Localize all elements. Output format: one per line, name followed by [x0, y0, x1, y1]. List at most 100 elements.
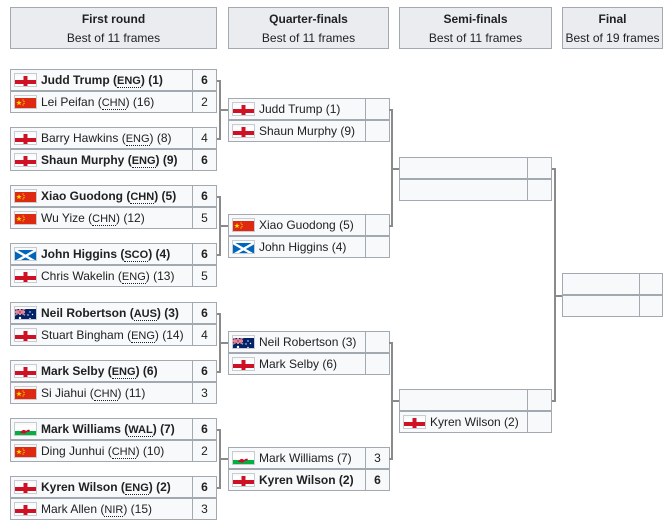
- seed-label: (3): [164, 306, 179, 320]
- england-flag-icon: [14, 153, 37, 167]
- player-name-cell: Stuart Bingham (ENG) (14): [10, 324, 193, 346]
- quarter-final-row: Neil Robertson (3): [228, 331, 390, 353]
- first-round-row: Barry Hawkins (ENG) (8)4: [10, 127, 217, 149]
- player-name-link[interactable]: Wu Yize: [41, 211, 85, 225]
- nationality-abbr: ENG: [131, 155, 156, 168]
- player-name-cell: Mark Williams (7): [228, 447, 366, 469]
- header-format: Best of 11 frames: [261, 31, 356, 45]
- player-name-link[interactable]: Ding Junhui: [41, 444, 105, 458]
- player-name-link[interactable]: Barry Hawkins: [41, 131, 119, 145]
- scotland-flag-icon: [14, 247, 37, 261]
- player-name-link[interactable]: Shaun Murphy: [259, 124, 338, 138]
- player-name-cell: Kyren Wilson (2): [399, 411, 528, 433]
- first-round-row: Kyren Wilson (ENG) (2)6: [10, 476, 217, 498]
- seed-label: (16): [132, 95, 155, 109]
- score-cell: 5: [192, 265, 217, 287]
- nationality-abbr: CHN: [130, 191, 155, 204]
- score-cell: [365, 214, 390, 236]
- semi-final-row: [399, 179, 552, 201]
- score-cell: 6: [192, 243, 217, 265]
- player-name-link[interactable]: Mark Selby: [41, 364, 105, 378]
- seed-label: (1): [325, 102, 341, 116]
- player-name-cell: Judd Trump (1): [228, 98, 366, 120]
- semi-final-row: Kyren Wilson (2): [399, 411, 552, 433]
- nationality-abbr: ENG: [121, 271, 146, 284]
- score-cell: [527, 411, 552, 433]
- final-row: [562, 295, 663, 317]
- score-cell: [365, 236, 390, 258]
- player-name-link[interactable]: John Higgins: [259, 240, 329, 254]
- first-round-row: Ding Junhui (CHN) (10)2: [10, 440, 217, 462]
- bracket-connector: [219, 342, 228, 344]
- header-format: Best of 11 frames: [66, 31, 161, 45]
- first-round-row: Neil Robertson (AUS) (3)6: [10, 302, 217, 324]
- player-name-link[interactable]: Kyren Wilson: [259, 473, 336, 487]
- score-cell: 6: [192, 185, 217, 207]
- player-name-cell: Neil Robertson (3): [228, 331, 366, 353]
- first-round-row: Mark Selby (ENG) (6)6: [10, 360, 217, 382]
- player-name-link[interactable]: Neil Robertson: [259, 335, 339, 349]
- score-cell: 6: [192, 69, 217, 91]
- seed-label: (6): [322, 357, 338, 371]
- bracket-connector: [554, 295, 562, 297]
- player-name-link[interactable]: Xiao Guodong: [259, 218, 336, 232]
- player-name-cell: [399, 179, 528, 201]
- score-cell: [527, 157, 552, 179]
- scotland-flag-icon: [232, 240, 255, 254]
- final-row: [562, 273, 663, 295]
- player-name-link[interactable]: Shaun Murphy: [41, 153, 125, 167]
- score-cell: 4: [192, 127, 217, 149]
- player-name-link[interactable]: Kyren Wilson: [430, 415, 501, 429]
- player-name-link[interactable]: Mark Williams: [41, 422, 121, 436]
- china-flag-icon: [14, 386, 37, 400]
- australia-flag-icon: [14, 306, 37, 320]
- seed-label: (9): [162, 153, 178, 167]
- score-cell: [639, 295, 663, 317]
- score-cell: [527, 389, 552, 411]
- player-name-cell: Mark Selby (6): [228, 353, 366, 375]
- score-cell: [527, 179, 552, 201]
- player-name-link[interactable]: Judd Trump: [41, 73, 110, 87]
- player-name-cell: Si Jiahui (CHN) (11): [10, 382, 193, 404]
- player-name-cell: Mark Williams (WAL) (7): [10, 418, 193, 440]
- first-round-row: Xiao Guodong (CHN) (5)6: [10, 185, 217, 207]
- seed-label: (8): [156, 131, 172, 145]
- player-name-link[interactable]: Mark Williams: [259, 451, 334, 465]
- player-name-cell: Chris Wakelin (ENG) (13): [10, 265, 193, 287]
- player-name-link[interactable]: Stuart Bingham: [41, 328, 124, 342]
- player-name-link[interactable]: Mark Selby: [259, 357, 320, 371]
- player-name-cell: [562, 295, 640, 317]
- score-cell: 2: [192, 440, 217, 462]
- seed-label: (2): [156, 480, 171, 494]
- first-round-row: John Higgins (SCO) (4)6: [10, 243, 217, 265]
- player-name-link[interactable]: Si Jiahui: [41, 386, 87, 400]
- seed-label: (15): [130, 502, 153, 516]
- player-name-link[interactable]: Neil Robertson: [41, 306, 127, 320]
- player-name-link[interactable]: Mark Allen: [41, 502, 98, 516]
- seed-label: (4): [331, 240, 347, 254]
- player-name-link[interactable]: Judd Trump: [259, 102, 323, 116]
- seed-label: (4): [155, 247, 171, 261]
- player-name-link[interactable]: Kyren Wilson: [41, 480, 118, 494]
- player-name-link[interactable]: John Higgins: [41, 247, 117, 261]
- player-name-link[interactable]: Lei Peifan: [41, 95, 95, 109]
- china-flag-icon: [14, 95, 37, 109]
- player-name-cell: John Higgins (SCO) (4): [10, 243, 193, 265]
- player-name-cell: John Higgins (4): [228, 236, 366, 258]
- player-name-link[interactable]: Chris Wakelin: [41, 269, 115, 283]
- england-flag-icon: [232, 124, 255, 138]
- player-name-cell: Shaun Murphy (ENG) (9): [10, 149, 193, 171]
- player-name-link[interactable]: Xiao Guodong: [41, 189, 123, 203]
- bracket-connector: [554, 168, 556, 402]
- semi-final-row: [399, 157, 552, 179]
- england-flag-icon: [14, 328, 37, 342]
- player-name-cell: Mark Allen (NIR) (15): [10, 498, 193, 520]
- bracket-connector: [219, 225, 228, 227]
- first-round-row: Si Jiahui (CHN) (11)3: [10, 382, 217, 404]
- seed-label: (5): [161, 189, 177, 203]
- nationality-abbr: SCO: [124, 249, 149, 262]
- quarter-final-row: John Higgins (4): [228, 236, 390, 258]
- score-cell: 3: [192, 498, 217, 520]
- england-flag-icon: [232, 102, 255, 116]
- china-flag-icon: [232, 218, 255, 232]
